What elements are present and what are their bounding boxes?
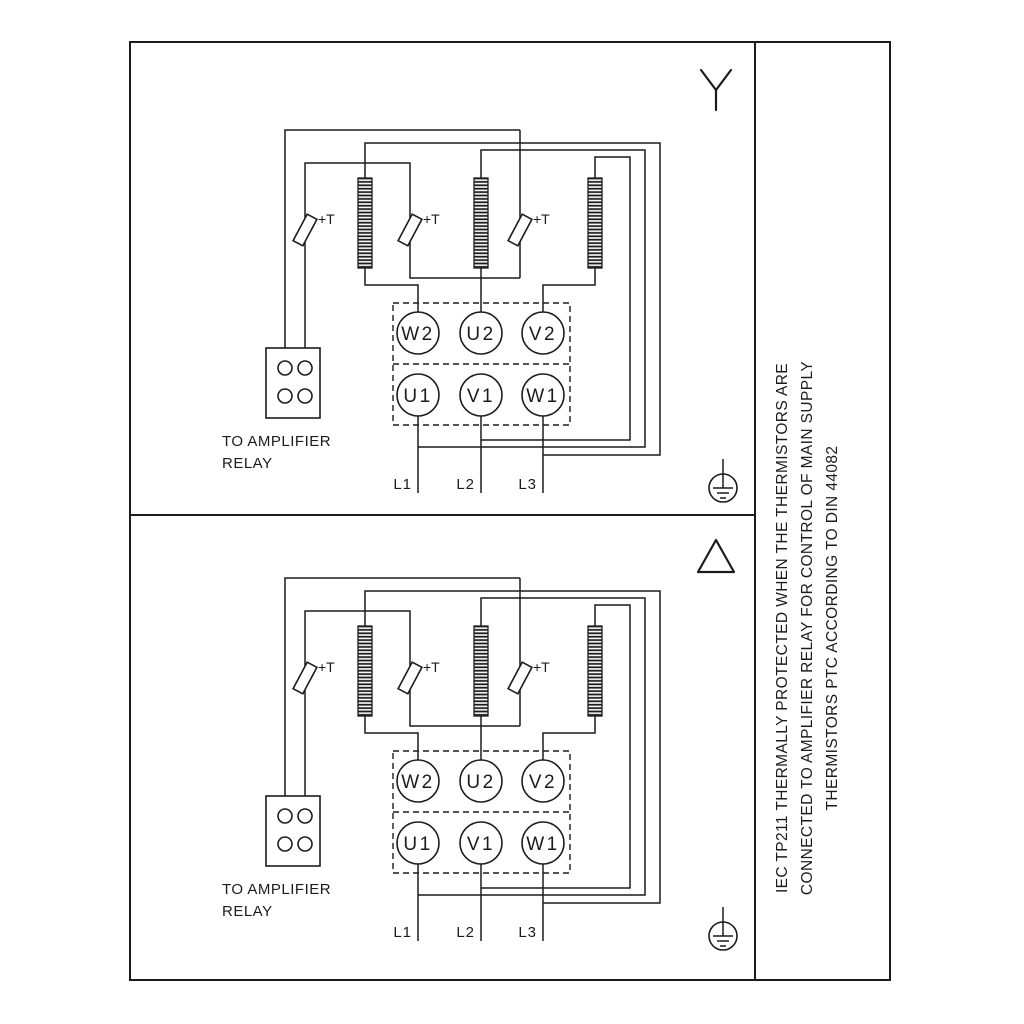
supply-label-l1: L1 <box>393 924 412 941</box>
terminal-label-u1: U1 <box>403 386 432 407</box>
note-line-2: CONNECTED TO AMPLIFIER RELAY FOR CONTROL… <box>799 361 816 895</box>
note-panel: IEC TP211 THERMALLY PROTECTED WHEN THE T… <box>774 361 841 895</box>
supply-label-l3: L3 <box>518 924 537 941</box>
thermistor-label: +T <box>533 211 550 227</box>
terminal-label-w2: W2 <box>401 772 435 793</box>
terminal-label-v1: V1 <box>467 386 495 407</box>
drawing-border <box>129 41 891 981</box>
thermistor-label: +T <box>533 659 550 675</box>
terminal-label-u1: U1 <box>403 834 432 855</box>
delta-panel: +T +T +T W2 U2 V2 U1 V1 W1 TO AMPLIFIER … <box>222 538 738 951</box>
relay-caption-line1: TO AMPLIFIER <box>222 433 331 450</box>
supply-label-l3: L3 <box>518 476 537 493</box>
relay-caption-line1: TO AMPLIFIER <box>222 881 331 898</box>
terminal-label-w1: W1 <box>526 386 560 407</box>
thermistor-label: +T <box>423 211 440 227</box>
terminal-label-u2: U2 <box>466 324 495 345</box>
terminal-label-v1: V1 <box>467 834 495 855</box>
star-panel-artwork <box>265 129 738 503</box>
star-panel: +T +T +T W2 U2 V2 U1 V1 W1 TO AMPLIFIER … <box>222 68 738 503</box>
thermistor-label: +T <box>318 211 335 227</box>
relay-caption-line2: RELAY <box>222 455 273 472</box>
thermistor-label: +T <box>318 659 335 675</box>
terminal-label-v2: V2 <box>529 772 557 793</box>
supply-label-l2: L2 <box>456 476 475 493</box>
terminal-label-u2: U2 <box>466 772 495 793</box>
delta-connection-icon <box>696 538 736 574</box>
relay-caption-line2: RELAY <box>222 903 273 920</box>
terminal-label-w2: W2 <box>401 324 435 345</box>
terminal-label-v2: V2 <box>529 324 557 345</box>
note-line-1: IEC TP211 THERMALLY PROTECTED WHEN THE T… <box>774 363 791 893</box>
supply-label-l1: L1 <box>393 476 412 493</box>
note-line-3: THERMISTORS PTC ACCORDING TO DIN 44082 <box>824 446 841 811</box>
terminal-label-w1: W1 <box>526 834 560 855</box>
thermistor-label: +T <box>423 659 440 675</box>
delta-panel-artwork <box>265 577 738 951</box>
supply-label-l2: L2 <box>456 924 475 941</box>
star-connection-icon <box>699 68 733 112</box>
